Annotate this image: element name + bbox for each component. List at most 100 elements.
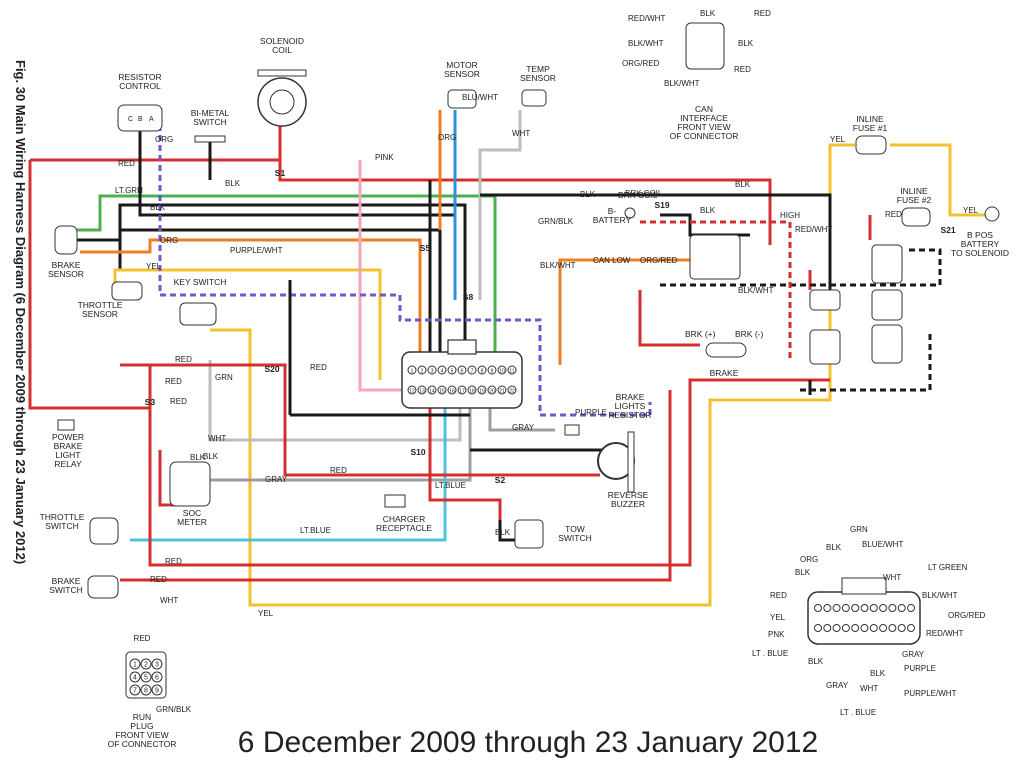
splice-s1: S1 xyxy=(275,168,286,178)
run-plug-pin-number: 7 xyxy=(133,688,137,695)
main-connector-pin-number: 8 xyxy=(481,369,484,375)
wire-label: PURPLE xyxy=(575,408,607,417)
run-plug-pin-number: 8 xyxy=(144,688,148,695)
run-plug-pin-number: 1 xyxy=(133,662,137,669)
main-connector-pin-number: 7 xyxy=(471,369,474,375)
wire-label: WHT xyxy=(512,129,530,138)
main-connector-pin-number: 3 xyxy=(431,369,434,375)
wire-label: WHT xyxy=(160,596,178,605)
wire-label: RED xyxy=(118,159,135,168)
wire-labels: REDORGLT.GRNBLKBLKORGPURPLE/WHTYELPINKWH… xyxy=(115,93,979,618)
main-connector-pin-label: GRN xyxy=(850,525,868,534)
main-connector-pin xyxy=(417,365,427,375)
detail-connector-pin xyxy=(841,624,850,632)
splice-s3: S3 xyxy=(145,397,156,407)
run-plug-pin-number: 2 xyxy=(144,662,148,669)
wire-red-brake-unit xyxy=(638,290,700,347)
wire-label: ORG xyxy=(155,135,173,144)
splice-s19: S19 xyxy=(654,200,669,210)
run-plug-pin xyxy=(129,684,141,696)
run-plug-pin-number: 5 xyxy=(144,675,148,682)
run-plug-wire-label: RED xyxy=(134,634,151,643)
main-connector-pin-label: LT . BLUE xyxy=(752,649,788,658)
main-connector-pin-label: RED/WHT xyxy=(926,629,963,638)
main-connector-pin-number: 14 xyxy=(429,389,435,395)
wire-blkwht-dashed xyxy=(660,248,942,287)
main-connector-pin-number: 10 xyxy=(499,369,505,375)
main-connector-pin xyxy=(437,385,447,395)
wire-wht-2 xyxy=(208,360,462,442)
brake-sensor xyxy=(54,225,78,255)
main-connector-pin-label: WHT xyxy=(883,573,901,582)
wire-label: LT.BLUE xyxy=(435,481,466,490)
can-pin-label: BLK xyxy=(738,39,754,48)
wire-blk-dashed-2 xyxy=(800,330,932,392)
detail-connector-pin xyxy=(860,604,869,612)
can-pin-label: RED xyxy=(734,65,751,74)
brake-switch xyxy=(87,575,119,599)
wire-label: LT.BLUE xyxy=(300,526,331,535)
wire-label: RED xyxy=(150,575,167,584)
main-connector-pin-label: RED xyxy=(770,591,787,600)
throttle-switch xyxy=(89,517,119,545)
bi-metal-switch xyxy=(194,135,226,143)
main-connector-pin xyxy=(437,365,447,375)
detail-connector-pin xyxy=(869,604,878,612)
detail-connector-pin xyxy=(897,604,906,612)
wire-label: RED xyxy=(885,210,902,219)
figure-caption: Fig. 30 Main Wiring Harness Diagram (6 D… xyxy=(13,60,28,564)
detail-connector-pin xyxy=(888,604,897,612)
b-battery-terminal xyxy=(624,207,636,219)
splice-s8: S8 xyxy=(463,292,474,302)
main-connector-pin-label: LT . BLUE xyxy=(840,708,876,717)
wire-label: ORG/RED xyxy=(640,256,678,265)
can-pin-label: RED xyxy=(754,9,771,18)
right-connectors xyxy=(809,244,903,365)
detail-connector-pin xyxy=(851,604,860,612)
main-connector-pin-label: BLK xyxy=(795,568,811,577)
wire-label: RED xyxy=(175,355,192,364)
brk-pos-label: BRK (+) xyxy=(685,329,716,339)
tow-switch xyxy=(514,519,544,549)
main-connector-pin-number: 21 xyxy=(499,389,505,395)
main-connector-pin-number: 22 xyxy=(509,389,515,395)
main-connector-pin-label: BLK xyxy=(826,543,842,552)
wires xyxy=(28,110,990,607)
brake-lights-resistor xyxy=(564,424,580,436)
wire-red-tow xyxy=(428,400,502,520)
wire-label: RED xyxy=(165,377,182,386)
main-connector-pin-label: PURPLE xyxy=(904,664,936,673)
run-plug-pin-number: 6 xyxy=(155,675,159,682)
wire-label: GRN/BLK xyxy=(538,217,574,226)
main-connector-pin-label: PURPLE/WHT xyxy=(904,689,957,698)
run-plug-pin xyxy=(151,658,163,670)
wire-label: ORG xyxy=(438,133,456,142)
can-pin-label: BLK xyxy=(700,9,716,18)
temp-sensor xyxy=(521,89,547,107)
main-connector-pin xyxy=(457,365,467,375)
splice-s10: S10 xyxy=(410,447,425,457)
wire-label: BLK/WHT xyxy=(540,261,576,270)
main-connector-pin-number: 15 xyxy=(439,389,445,395)
main-connector-pin-label: YEL xyxy=(770,613,786,622)
main-connector-pin xyxy=(487,365,497,375)
wire-blk-tow xyxy=(498,520,515,542)
run-plug-pin xyxy=(140,658,152,670)
wire-label: BLK xyxy=(735,180,751,189)
detail-connector-pin xyxy=(869,624,878,632)
svg-text:A: A xyxy=(149,116,154,123)
svg-text:C: C xyxy=(128,116,133,123)
